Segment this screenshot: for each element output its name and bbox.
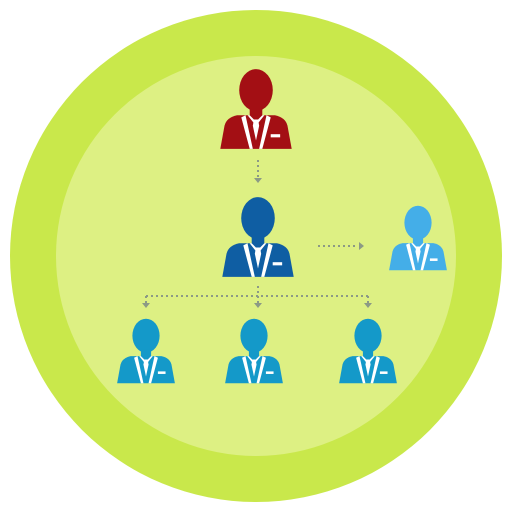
- arrowhead-bus-bottom-right: [364, 303, 372, 308]
- connectors: [142, 160, 372, 308]
- person-icon-side: [389, 205, 447, 271]
- people: [117, 69, 447, 384]
- arrowhead-bus-bottom-center: [254, 303, 262, 308]
- person-icon-bottom-center: [225, 318, 283, 384]
- arrowhead-top-middle: [254, 178, 262, 183]
- person-icon-middle: [222, 197, 294, 277]
- arrowhead-bus-bottom-left: [142, 303, 150, 308]
- arrowhead-middle-side: [359, 242, 364, 250]
- person-icon-bottom-left: [117, 318, 175, 384]
- person-icon-bottom-right: [339, 318, 397, 384]
- person-icon-top: [220, 69, 292, 149]
